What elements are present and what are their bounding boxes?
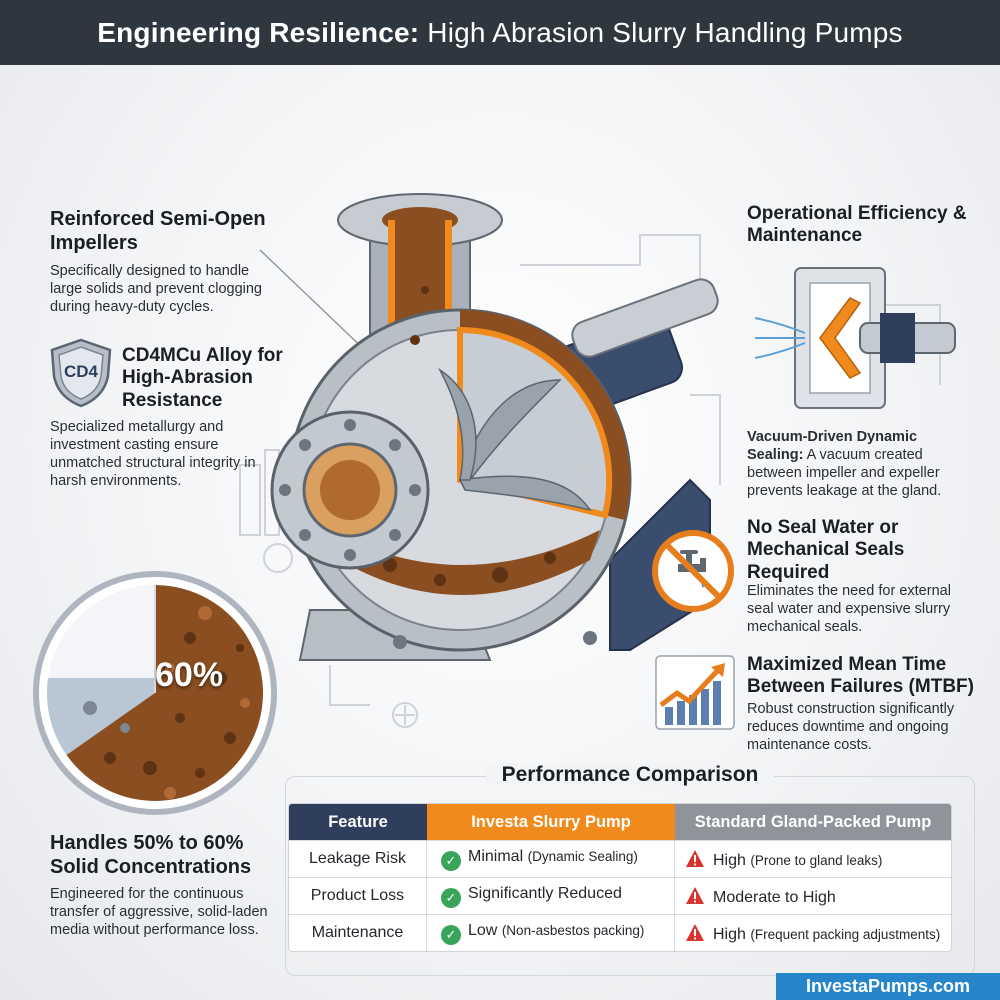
shield-badge-text: CD4 (63, 362, 98, 381)
efficiency-heading: Operational Efficiency & Maintenance (747, 203, 967, 247)
seal-heading: No Seal Water or Mechanical Seals Requir… (747, 517, 905, 583)
impellers-body: Specifically designed to handle large so… (50, 263, 262, 316)
check-icon: ✓ (441, 850, 461, 871)
title-bold: Engineering Resilience: (97, 16, 420, 48)
background-line-art (239, 234, 941, 728)
row-standard: Moderate to High (675, 877, 951, 914)
investa-value: Minimal (468, 847, 524, 865)
pump-illustration (270, 180, 790, 700)
header-investa: Investa Slurry Pump (427, 804, 675, 840)
dynamic-seal-diagram-icon (750, 258, 960, 418)
standard-note: (Prone to gland leaks) (750, 852, 883, 868)
comparison-title-text: Performance Comparison (485, 763, 775, 786)
warning-icon (686, 849, 704, 867)
row-feature: Maintenance (289, 914, 427, 951)
header-standard: Standard Gland-Packed Pump (675, 804, 951, 840)
solids-gauge: 60% (30, 568, 280, 818)
row-standard: High (Prone to gland leaks) (675, 840, 951, 877)
row-investa: ✓ Minimal (Dynamic Sealing) (427, 840, 675, 877)
solids-body: Engineered for the continuous transfer o… (50, 886, 268, 939)
header-feature: Feature (289, 804, 427, 840)
investa-note: (Non-asbestos packing) (501, 922, 645, 938)
comparison-title: Performance Comparison (285, 763, 975, 787)
mtbf-heading: Maximized Mean Time Between Failures (MT… (747, 654, 974, 698)
investa-value: Low (468, 921, 498, 939)
check-icon: ✓ (441, 887, 461, 908)
row-investa: ✓ Significantly Reduced (427, 877, 675, 914)
title-bar: Engineering Resilience: High Abrasion Sl… (0, 0, 1000, 65)
standard-value: High (713, 925, 746, 943)
row-feature: Leakage Risk (289, 840, 427, 877)
footer-site-link[interactable]: InvestaPumps.com (776, 973, 1000, 1000)
comparison-table: Feature Investa Slurry Pump Standard Gla… (288, 803, 952, 952)
standard-note: (Frequent packing adjustments) (750, 926, 941, 942)
table-row: Product Loss ✓ Significantly Reduced Mode… (289, 877, 951, 914)
vacuum-seal-lead: Vacuum-Driven Dynamic Sealing: (747, 429, 918, 464)
mtbf-trend-chart-icon (655, 655, 735, 730)
table-row: Maintenance ✓Low (Non-asbestos packing) … (289, 914, 951, 951)
investa-note: (Dynamic Sealing) (527, 848, 638, 864)
impellers-heading: Reinforced Semi-Open Impellers (50, 208, 266, 254)
standard-value: Moderate to High (713, 888, 836, 906)
title-rest: High Abrasion Slurry Handling Pumps (427, 16, 903, 48)
seal-body: Eliminates the need for external seal wa… (747, 583, 951, 636)
standard-value: High (713, 851, 746, 869)
no-seal-water-icon (650, 528, 736, 614)
comparison-header-row: Feature Investa Slurry Pump Standard Gla… (289, 804, 951, 840)
investa-value: Significantly Reduced (468, 884, 622, 902)
vacuum-seal-body: A vacuum created between impeller and ex… (747, 447, 942, 500)
mtbf-body: Robust construction significantly reduce… (747, 701, 955, 754)
table-row: Leakage Risk ✓Minimal (Dynamic Sealing) … (289, 840, 951, 877)
warning-icon (686, 886, 704, 904)
solids-heading: Handles 50% to 60% Solid Concentrations (50, 832, 252, 878)
vacuum-seal-text: Vacuum-Driven Dynamic Sealing: A vacuum … (747, 428, 972, 501)
alloy-heading: CD4MCu Alloy for High-Abrasion Resistanc… (122, 345, 283, 411)
alloy-body: Specialized metallurgy and investment ca… (50, 419, 256, 490)
warning-icon (686, 923, 704, 941)
solids-gauge-value: 60% (155, 656, 224, 694)
row-feature: Product Loss (289, 877, 427, 914)
row-investa: ✓ Low (Non-asbestos packing) (427, 914, 675, 951)
shield-icon: CD4 (48, 338, 114, 408)
row-standard: High (Frequent packing adjustments) (675, 914, 951, 951)
check-icon: ✓ (441, 924, 461, 945)
